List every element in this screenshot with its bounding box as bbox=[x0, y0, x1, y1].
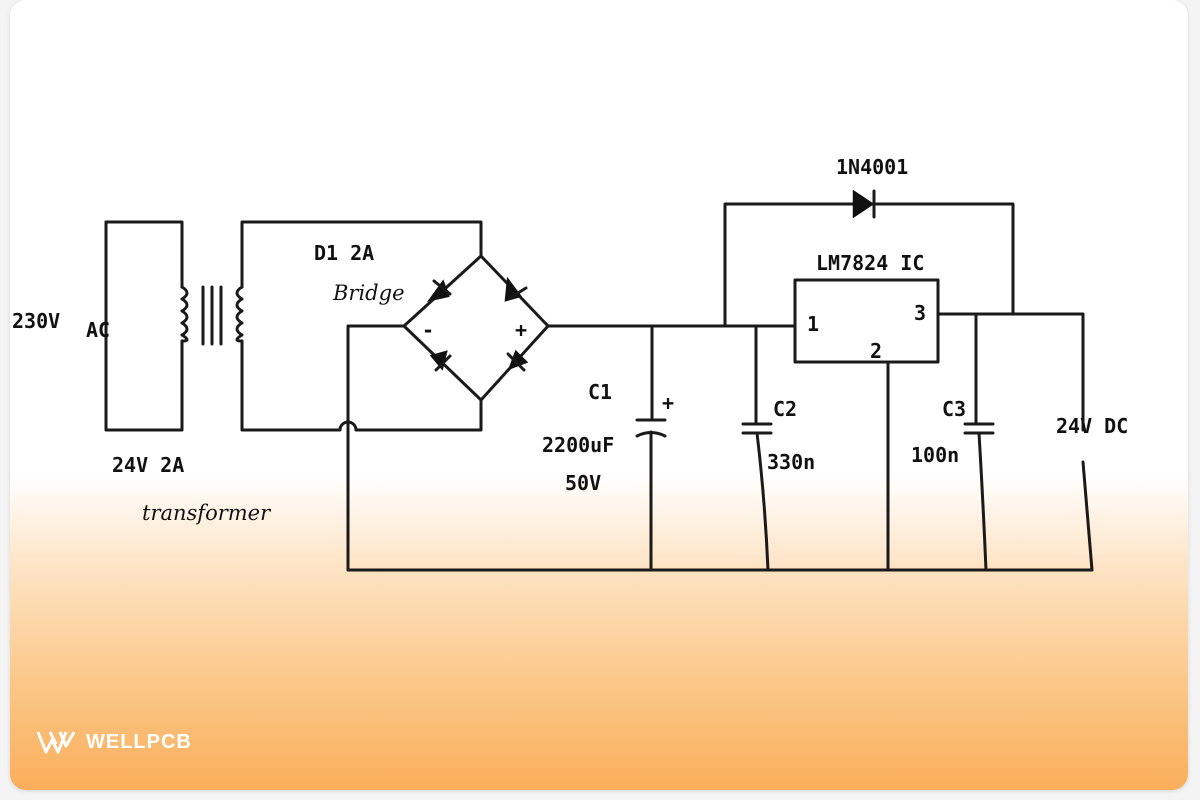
transformer bbox=[180, 285, 244, 346]
brand-name: WELLPCB bbox=[86, 730, 192, 753]
bridge-rectifier bbox=[402, 254, 550, 402]
output-label: 24V DC bbox=[1056, 414, 1128, 438]
bridge-minus-label: - bbox=[422, 318, 434, 342]
secondary-coil bbox=[235, 285, 244, 343]
transformer-name-label: transformer bbox=[142, 501, 272, 525]
ic-name-label: LM7824 IC bbox=[816, 251, 924, 275]
protection-diode bbox=[852, 189, 875, 219]
output-rail bbox=[936, 312, 1085, 432]
diagram-card: 230V AC 24V 2A transformer D1 2A Bridge … bbox=[10, 0, 1188, 790]
c3-value-label: 100n bbox=[911, 443, 959, 467]
bridge-name-label: Bridge bbox=[332, 281, 405, 305]
primary-coil bbox=[180, 285, 189, 343]
transformer-rating-label: 24V 2A bbox=[112, 453, 184, 477]
bridge-rating-label: D1 2A bbox=[314, 241, 374, 265]
capacitor-c1 bbox=[635, 324, 667, 572]
c1-name-label: C1 bbox=[588, 380, 612, 404]
c3-name-label: C3 bbox=[942, 397, 966, 421]
wellpcb-logo-icon bbox=[36, 731, 76, 754]
brand-logo: WELLPCB bbox=[36, 728, 192, 756]
diode-name-label: 1N4001 bbox=[836, 155, 908, 179]
ac-input-label: 230V bbox=[12, 309, 60, 333]
ac-source-loop bbox=[104, 220, 184, 432]
pin3-label: 3 bbox=[914, 301, 926, 325]
bridge-plus-label: + bbox=[515, 318, 527, 342]
pin1-label: 1 bbox=[807, 312, 819, 336]
c2-name-label: C2 bbox=[773, 397, 797, 421]
c1-polarity-label: + bbox=[662, 391, 674, 415]
protection-diode-loop bbox=[723, 189, 1015, 328]
regulator-ic bbox=[793, 278, 940, 364]
pin2-label: 2 bbox=[870, 339, 882, 363]
circuit-schematic: 230V AC 24V 2A transformer D1 2A Bridge … bbox=[12, 155, 1128, 572]
c1-voltage-label: 50V bbox=[565, 471, 601, 495]
negative-wire bbox=[346, 324, 406, 572]
capacitor-c2 bbox=[741, 324, 773, 572]
capacitor-c3 bbox=[963, 312, 995, 572]
c2-value-label: 330n bbox=[767, 450, 815, 474]
c1-value-label: 2200uF bbox=[542, 433, 614, 457]
ac-suffix-label: AC bbox=[86, 318, 110, 342]
